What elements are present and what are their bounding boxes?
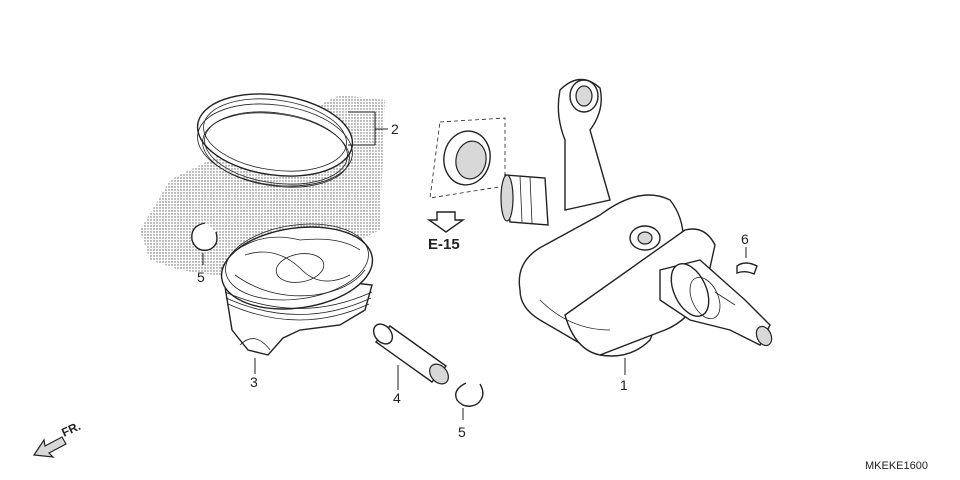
callout-4: 4 [393, 390, 401, 406]
crankshaft[interactable] [500, 78, 775, 357]
drawing-code: MKEKE1600 [865, 460, 928, 472]
front-direction-label: FR. [59, 419, 82, 440]
front-direction-arrow-icon [32, 436, 67, 458]
piston[interactable] [216, 215, 378, 356]
reference-arrow-icon [426, 211, 466, 233]
circlip-right[interactable] [454, 382, 484, 407]
woodruff-key[interactable] [736, 262, 758, 275]
callout-2-leader [348, 111, 388, 146]
callout-5-right: 5 [458, 424, 466, 440]
piston-rings[interactable] [192, 85, 358, 196]
piston-pin[interactable] [370, 320, 452, 387]
reference-label[interactable]: E-15 [428, 236, 460, 253]
callout-1: 1 [620, 377, 628, 393]
callout-2: 2 [391, 121, 399, 137]
callout-3: 3 [250, 374, 258, 390]
bearing-reference-box [429, 117, 506, 199]
callout-6: 6 [741, 231, 749, 247]
circlip-left[interactable] [191, 222, 218, 251]
callout-5-left: 5 [197, 269, 205, 285]
